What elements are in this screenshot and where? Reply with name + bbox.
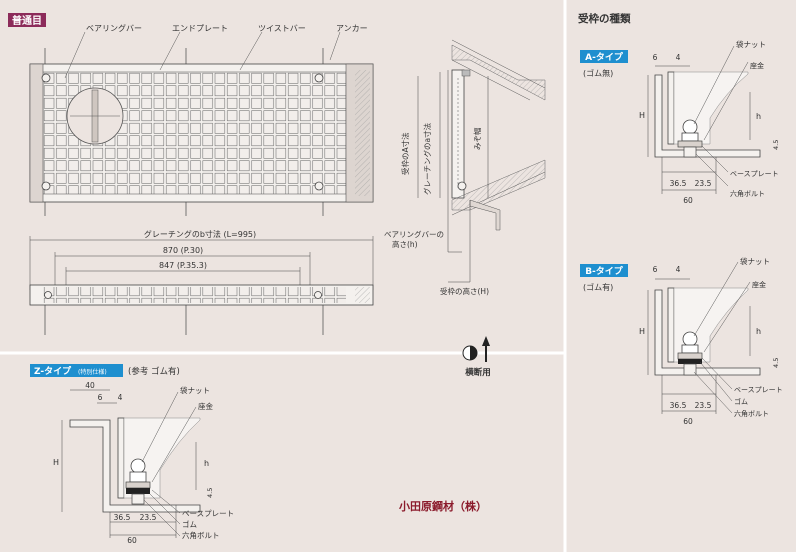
b-type-badge: B-タイプ [585, 265, 624, 277]
a-dim-4: 4 [676, 53, 681, 62]
z-dim-45: 4.5 [206, 488, 214, 498]
b-dim-h: h [756, 327, 761, 336]
b-type-badge-bg [580, 264, 628, 277]
side-frame-height: 受枠の高さ(H) [440, 286, 489, 296]
a-base-plate: ベースプレート [730, 170, 779, 178]
b-dim-60: 60 [683, 417, 693, 426]
b-type-note: (ゴム有) [583, 282, 613, 292]
a-seat: 座金 [750, 61, 764, 70]
side-groove: みぞ幅 [472, 127, 482, 150]
z-type-note: (参考 ゴム有) [128, 366, 180, 377]
b-dim-365: 36.5 [670, 401, 687, 410]
a-type-profile [647, 45, 761, 194]
z-hex-bolt: 六角ボルト [182, 530, 220, 540]
z-type-badge: Z-タイプ [34, 365, 72, 377]
z-dim-235: 23.5 [140, 513, 157, 522]
z-seat: 座金 [198, 401, 213, 411]
z-type-profile [61, 389, 201, 538]
a-dim-235: 23.5 [695, 179, 712, 188]
b-dim-45: 4.5 [772, 358, 780, 368]
a-type-note: (ゴム無) [583, 68, 613, 78]
b-hex-bolt: 六角ボルト [734, 409, 769, 418]
cross-section-label: 横断用 [464, 367, 491, 378]
z-dim-H: H [53, 458, 59, 467]
z-type-badge-sub: (特別仕様) [78, 368, 107, 376]
a-dim-h: h [756, 112, 761, 121]
standard-badge-bg [8, 13, 46, 27]
callout-end-plate: エンドプレート [172, 24, 228, 33]
b-rubber: ゴム [734, 397, 748, 406]
standard-badge: 普通目 [12, 14, 42, 27]
callout-twist-bar: ツイストバー [258, 24, 306, 33]
a-dim-H: H [639, 111, 645, 120]
z-dim-60: 60 [127, 536, 137, 545]
z-dim-4: 4 [118, 393, 123, 402]
z-cap-nut: 袋ナット [180, 385, 210, 395]
cross-section-icon [462, 336, 490, 362]
a-dim-365: 36.5 [670, 179, 687, 188]
a-dim-60: 60 [683, 196, 693, 205]
a-type-badge-bg [580, 50, 628, 63]
a-hex-bolt: 六角ボルト [730, 189, 765, 198]
z-dim-6: 6 [98, 393, 103, 402]
length-dimensions [29, 236, 374, 290]
b-dim-H: H [639, 327, 645, 336]
side-grating-a: グレーチングのa寸法 [422, 122, 432, 195]
a-type-badge: A-タイプ [585, 51, 624, 63]
grating-top-view [29, 31, 374, 216]
b-dim-6: 6 [653, 265, 658, 274]
dim-grating-b: グレーチングのb寸法 (L=995) [144, 229, 256, 239]
z-type-badge-bg [30, 364, 123, 377]
a-dim-6: 6 [653, 53, 658, 62]
side-bearing-height-1: ベアリングバーの [384, 229, 444, 239]
b-dim-235: 23.5 [695, 401, 712, 410]
callout-bearing-bar: ベアリングバー [86, 23, 142, 33]
z-base-plate: ベースプレート [182, 509, 234, 518]
frame-types-title: 受枠の種類 [578, 12, 631, 25]
z-dim-h: h [204, 459, 209, 468]
b-cap-nut: 袋ナット [740, 256, 770, 266]
company-name: 小田原鋼材（株） [398, 499, 487, 513]
side-bearing-height-2: 高さ(h) [392, 239, 418, 249]
frame-section-view [417, 39, 546, 283]
a-cap-nut: 袋ナット [736, 39, 766, 49]
grating-side-view [29, 284, 374, 335]
side-frame-a: 受枠のA寸法 [400, 132, 410, 175]
z-dim-40: 40 [85, 381, 95, 390]
b-dim-4: 4 [676, 265, 681, 274]
callout-anchor: アンカー [336, 24, 368, 33]
b-base-plate: ベースプレート [734, 386, 783, 394]
dim-p30: 870 (P.30) [163, 246, 203, 255]
z-rubber: ゴム [182, 519, 197, 529]
a-dim-45: 4.5 [772, 140, 780, 150]
z-dim-365: 36.5 [114, 513, 131, 522]
b-seat: 座金 [752, 280, 766, 289]
b-type-profile [647, 261, 761, 414]
dim-p35: 847 (P.35.3) [159, 261, 207, 270]
